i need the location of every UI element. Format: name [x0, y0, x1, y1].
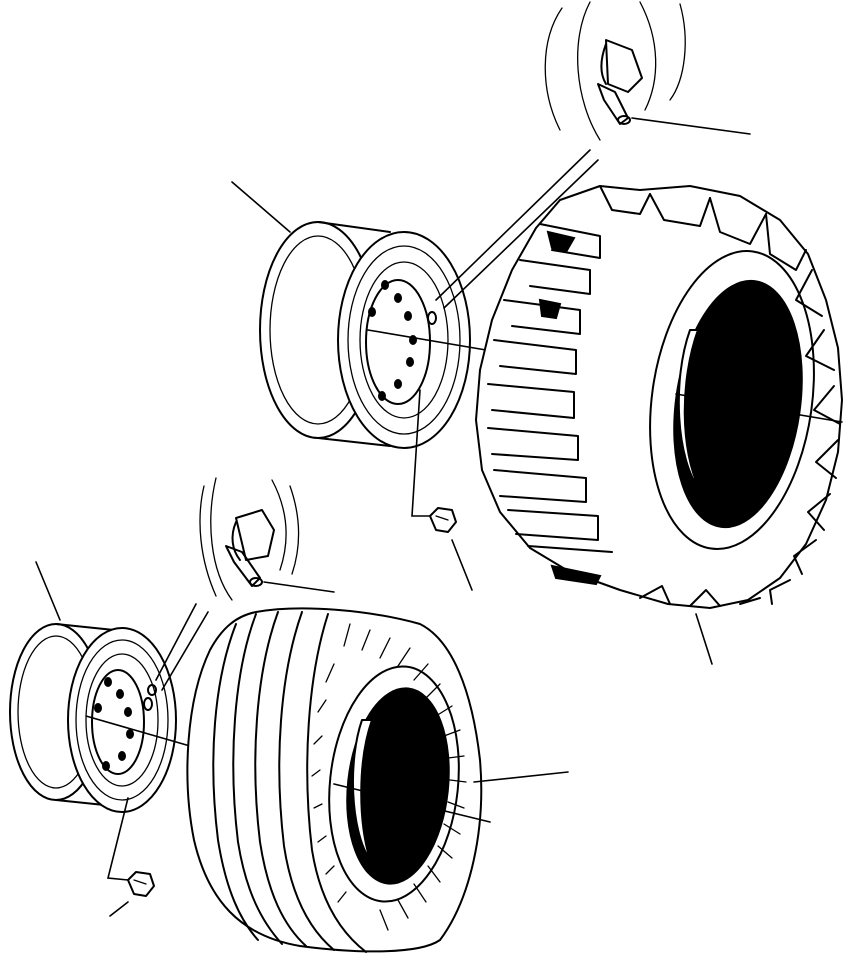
valve-stem-upper-icon [544, 1, 686, 141]
leader-valve-to-rim-lower-2 [161, 611, 209, 691]
leader-tire-lower [473, 771, 569, 783]
leader-axis-tire-upper [675, 393, 843, 423]
leader-axis-rim-upper [367, 329, 487, 351]
leader-rim-lower [35, 561, 61, 621]
leader-valve-to-rim-lower [155, 603, 197, 681]
leader-valve-to-rim-upper [435, 149, 591, 301]
tire-lower-icon [186, 607, 483, 953]
leader-valve-upper [631, 117, 751, 135]
leader-valve-lower [263, 581, 335, 593]
leader-nut-to-rim-lower [106, 797, 129, 881]
rim-upper-icon [259, 221, 471, 449]
leader-valve-to-rim-upper-2 [443, 159, 599, 309]
nut-upper-icon [429, 507, 457, 533]
leader-axis-rim-lower [85, 715, 191, 747]
tire-upper-icon [475, 185, 843, 609]
leader-nut-to-rim-upper [411, 389, 431, 517]
nut-lower-icon [127, 871, 155, 897]
leader-nut-lower [109, 901, 129, 917]
leader-axis-tire-lower [333, 783, 491, 823]
leader-tire-upper [695, 613, 713, 665]
leader-nut-upper [451, 539, 473, 591]
rim-lower-icon [9, 623, 177, 813]
leader-rim-upper [231, 181, 291, 233]
valve-stem-lower-icon [199, 477, 300, 601]
